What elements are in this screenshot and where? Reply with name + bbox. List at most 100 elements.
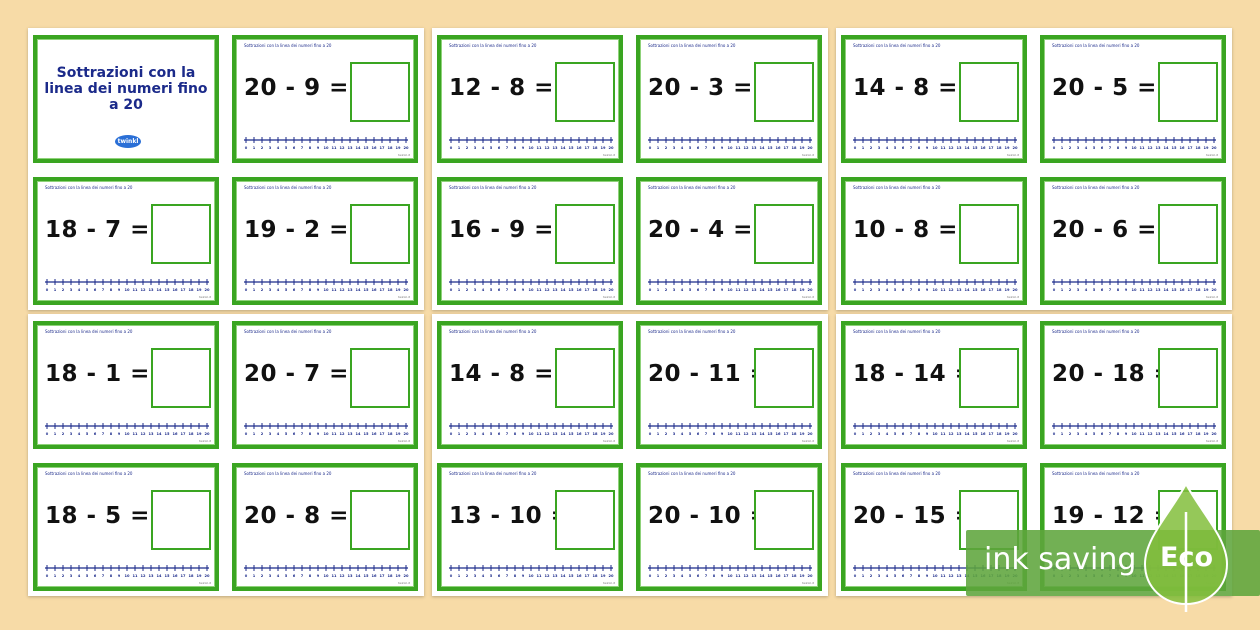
number-line-label: 10 (528, 432, 534, 436)
number-line-label: 19 (196, 574, 202, 578)
number-line-label: 14 (759, 432, 765, 436)
number-line-label: 3 (878, 288, 881, 292)
number-line-label: 0 (1053, 146, 1056, 150)
card-footer: twinkl.it (1007, 439, 1019, 443)
number-line-label: 7 (1109, 146, 1112, 150)
card-header: Sottrazioni con la linea dei numeri fino… (45, 471, 133, 476)
number-line-label: 4 (681, 574, 684, 578)
number-line-label: 2 (870, 146, 873, 150)
number-line-label: 9 (926, 432, 929, 436)
number-line-label: 15 (164, 574, 170, 578)
number-line-label: 0 (854, 432, 857, 436)
number-line-label: 3 (1077, 288, 1080, 292)
number-line-label: 0 (245, 574, 248, 578)
number-line-label: 17 (783, 432, 789, 436)
number-line-label: 15 (972, 146, 978, 150)
number-line-label: 20 (204, 574, 210, 578)
number-line-label: 0 (649, 432, 652, 436)
number-line-label: 20 (403, 288, 409, 292)
number-line-label: 8 (110, 288, 113, 292)
number-line-label: 1 (657, 432, 660, 436)
number-line-label: 1 (1061, 146, 1064, 150)
answer-box[interactable] (151, 204, 211, 264)
number-line-label: 7 (910, 432, 913, 436)
number-line-label: 18 (592, 574, 598, 578)
subtraction-card: Sottrazioni con la linea dei numeri fino… (636, 177, 822, 305)
number-line-label: 13 (552, 432, 558, 436)
answer-box[interactable] (959, 204, 1019, 264)
number-line-label: 0 (450, 146, 453, 150)
answer-box[interactable] (555, 62, 615, 122)
answer-box[interactable] (555, 348, 615, 408)
number-line-label: 7 (705, 288, 708, 292)
answer-box[interactable] (754, 348, 814, 408)
subtraction-equation: 20 - 9 = (244, 75, 349, 101)
number-line-label: 14 (560, 432, 566, 436)
number-line-label: 8 (713, 574, 716, 578)
number-line-label: 11 (132, 288, 138, 292)
number-line-label: 10 (528, 146, 534, 150)
number-line-label: 16 (775, 432, 781, 436)
number-line-label: 20 (403, 146, 409, 150)
answer-box[interactable] (754, 490, 814, 550)
number-line-label: 16 (775, 288, 781, 292)
number-line-label: 6 (293, 288, 296, 292)
number-line-label: 10 (124, 432, 130, 436)
number-line-label: 11 (735, 288, 741, 292)
answer-box[interactable] (151, 490, 211, 550)
number-line-label: 10 (124, 288, 130, 292)
number-line-label: 7 (910, 288, 913, 292)
answer-box[interactable] (754, 62, 814, 122)
number-line-label: 10 (1131, 288, 1137, 292)
number-line-label: 6 (902, 288, 905, 292)
number-line-label: 6 (1101, 432, 1104, 436)
answer-box[interactable] (1158, 204, 1218, 264)
number-line-label: 10 (932, 146, 938, 150)
number-line-label: 14 (964, 288, 970, 292)
card-header: Sottrazioni con la linea dei numeri fino… (244, 43, 332, 48)
answer-box[interactable] (555, 490, 615, 550)
answer-box[interactable] (754, 204, 814, 264)
answer-box[interactable] (350, 204, 410, 264)
number-line-label: 18 (188, 432, 194, 436)
worksheet-title: Sottrazioni con la linea dei numeri fino… (44, 65, 208, 113)
number-line-label: 1 (253, 432, 256, 436)
number-line-label: 16 (576, 288, 582, 292)
number-line-label: 5 (689, 432, 692, 436)
number-line-label: 3 (269, 574, 272, 578)
card-footer: twinkl.it (1007, 153, 1019, 157)
subtraction-equation: 20 - 3 = (648, 75, 753, 101)
number-line-label: 2 (1069, 146, 1072, 150)
number-line-label: 20 (1012, 432, 1018, 436)
number-line-label: 2 (62, 432, 65, 436)
number-line-label: 13 (751, 146, 757, 150)
number-line-label: 8 (1117, 432, 1120, 436)
answer-box[interactable] (1158, 348, 1218, 408)
number-line-label: 12 (948, 574, 954, 578)
answer-box[interactable] (959, 62, 1019, 122)
number-line-label: 9 (522, 288, 525, 292)
card-header: Sottrazioni con la linea dei numeri fino… (1052, 329, 1140, 334)
number-line-label: 6 (498, 432, 501, 436)
number-line-label: 6 (697, 146, 700, 150)
answer-box[interactable] (555, 204, 615, 264)
number-line-label: 12 (948, 146, 954, 150)
number-line-label: 13 (956, 288, 962, 292)
answer-box[interactable] (350, 490, 410, 550)
number-line-label: 7 (910, 146, 913, 150)
number-line-label: 19 (395, 432, 401, 436)
number-line-label: 13 (1155, 288, 1161, 292)
answer-box[interactable] (959, 348, 1019, 408)
answer-box[interactable] (151, 348, 211, 408)
answer-box[interactable] (350, 62, 410, 122)
number-line-label: 5 (894, 574, 897, 578)
answer-box[interactable] (350, 348, 410, 408)
card-footer: twinkl.it (603, 153, 615, 157)
number-line-label: 12 (339, 288, 345, 292)
number-line-label: 15 (363, 146, 369, 150)
answer-box[interactable] (1158, 62, 1218, 122)
